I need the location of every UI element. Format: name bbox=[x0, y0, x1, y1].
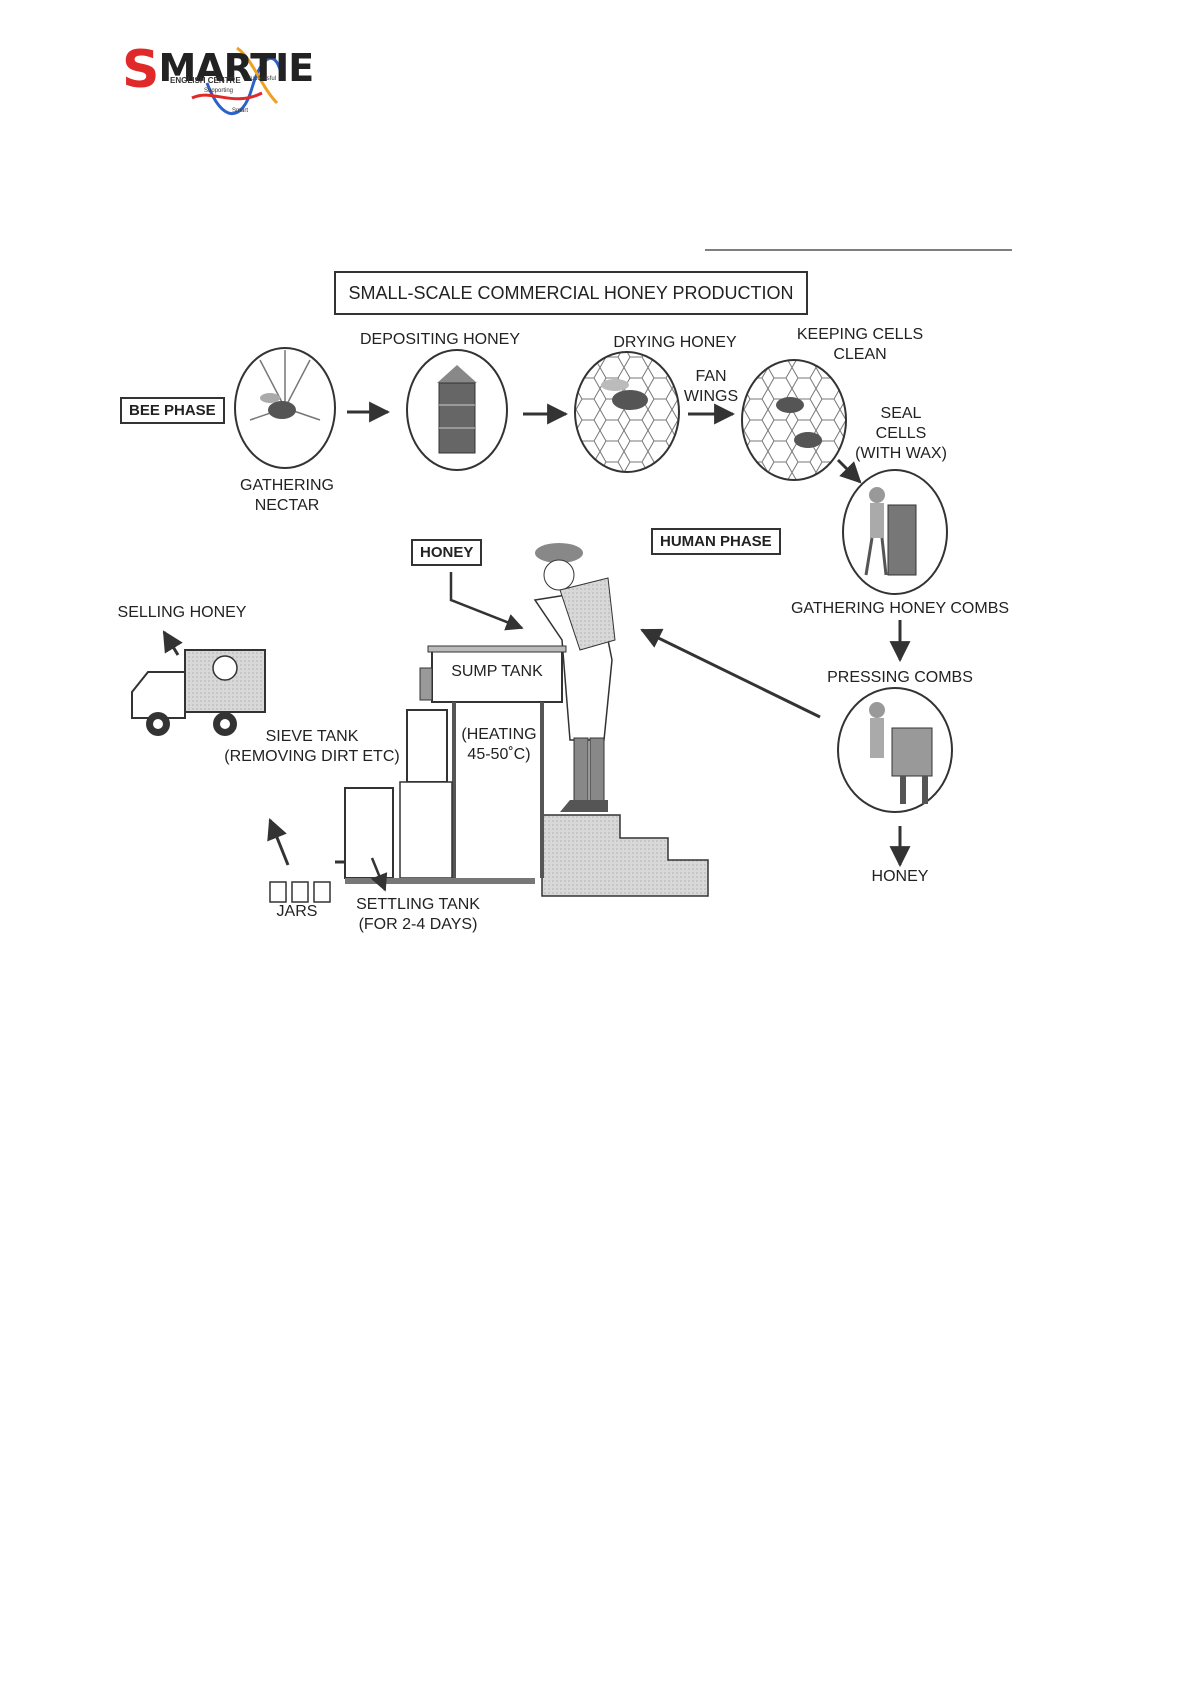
pressing-combs-label: PRESSING COMBS bbox=[827, 669, 973, 686]
depositing-honey-label: DEPOSITING HONEY bbox=[359, 331, 521, 348]
drying-circle-illustration bbox=[574, 351, 680, 473]
logo-ribbon-graphic bbox=[191, 46, 284, 116]
gathering-combs-circle-illustration bbox=[842, 469, 948, 595]
jars-illustration bbox=[269, 881, 331, 903]
honey-box-label: HONEY bbox=[411, 539, 483, 566]
worker-illustration bbox=[533, 543, 616, 812]
bee-phase-label: BEE PHASE bbox=[120, 397, 225, 424]
arrow-seal-cells bbox=[836, 458, 862, 484]
settling-tank-label: SETTLING TANK (FOR 2-4 DAYS) bbox=[356, 896, 480, 933]
logo-tag-successful: Successful bbox=[247, 76, 277, 82]
settling-tank-illustration bbox=[335, 787, 535, 884]
honey-output-label: HONEY bbox=[871, 868, 929, 885]
arrow-jars-to-truck bbox=[267, 818, 290, 866]
gathering-nectar-label: GATHERING NECTAR bbox=[240, 477, 334, 514]
truck-illustration bbox=[131, 649, 266, 736]
sump-tank-illustration bbox=[419, 645, 567, 878]
logo-wordmark: SMARTIE bbox=[122, 40, 314, 100]
selling-honey-label: SELLING HONEY bbox=[117, 604, 247, 621]
hive-circle-illustration bbox=[406, 349, 508, 471]
arrow-settling-tank bbox=[370, 857, 388, 892]
arrow-truck-to-selling bbox=[162, 630, 183, 656]
sieve-tank-illustration bbox=[399, 709, 453, 879]
logo-tag-supporting: Supporting bbox=[204, 88, 234, 94]
gathering-honey-combs-label: GATHERING HONEY COMBS bbox=[790, 600, 1010, 617]
sump-tank-label: SUMP TANK bbox=[451, 663, 543, 680]
stairs-illustration bbox=[541, 814, 709, 897]
drying-honey-label: DRYING HONEY bbox=[613, 334, 737, 351]
sieve-tank-label: SIEVE TANK (REMOVING DIRT ETC) bbox=[224, 728, 400, 765]
smartie-logo: SMARTIE ENGLISH CENTRE Successful Suppor… bbox=[112, 28, 314, 128]
arrow-pressing-to-sump bbox=[640, 628, 821, 719]
seal-cells-label: SEAL CELLS (WITH WAX) bbox=[855, 405, 947, 462]
jars-label: JARS bbox=[276, 903, 318, 920]
logo-tag-smart: Smart bbox=[232, 108, 249, 114]
diagram-title: SMALL-SCALE COMMERCIAL HONEY PRODUCTION bbox=[334, 271, 808, 315]
heating-label: (HEATING 45-50˚C) bbox=[461, 726, 537, 763]
logo-subtitle: ENGLISH CENTRE bbox=[170, 76, 241, 85]
keeping-cells-clean-label: KEEPING CELLS CLEAN bbox=[796, 326, 924, 363]
human-phase-label: HUMAN PHASE bbox=[651, 528, 781, 555]
nectar-circle-illustration bbox=[234, 347, 336, 469]
cells-circle-illustration bbox=[741, 359, 847, 481]
fan-wings-label: FAN WINGS bbox=[683, 368, 739, 405]
pressing-combs-circle-illustration bbox=[837, 687, 953, 813]
arrow-honey-to-sump bbox=[449, 572, 524, 631]
